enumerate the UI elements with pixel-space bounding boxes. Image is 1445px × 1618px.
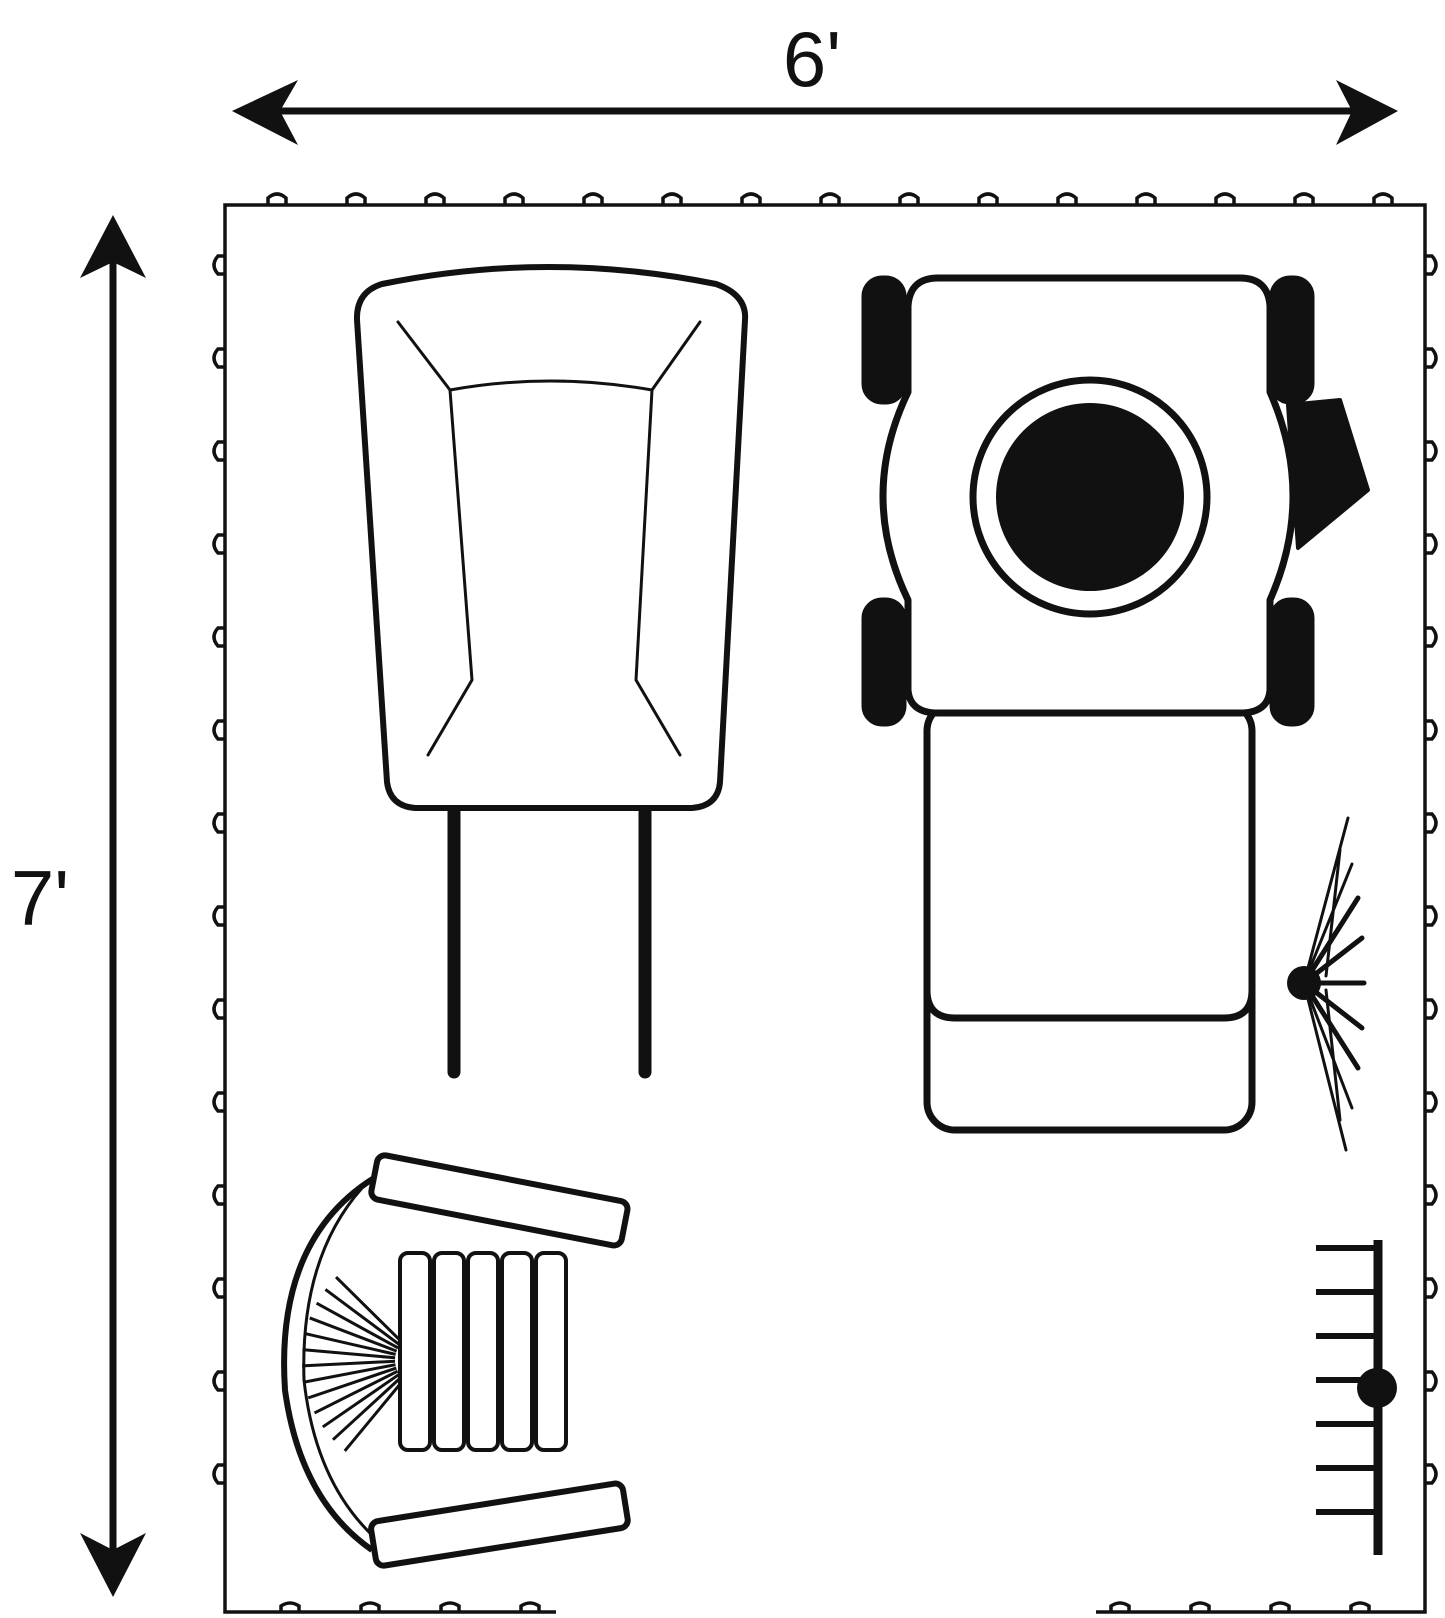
floor-tab — [212, 440, 225, 462]
floor-tab — [1425, 626, 1438, 648]
floor-tab — [740, 192, 762, 205]
floor-tab — [1425, 1463, 1438, 1485]
chair-seat-slat — [432, 1251, 466, 1452]
height-dimension: 7' — [11, 215, 146, 1597]
chair-back-slat — [324, 1288, 401, 1347]
floor-outline — [212, 192, 1438, 1614]
floor-tab — [212, 626, 225, 648]
floor-tab — [212, 812, 225, 834]
floor-tab — [345, 192, 367, 205]
floor-tab — [1214, 192, 1236, 205]
floor-tab — [212, 1463, 225, 1485]
floor-tab — [212, 998, 225, 1020]
floor-tab — [1425, 440, 1438, 462]
chair-seat-slat — [534, 1251, 568, 1452]
chair-back-slat — [321, 1372, 401, 1429]
floor-tab — [977, 192, 999, 205]
chair-back-slat — [331, 1375, 403, 1441]
floor-tab — [1109, 1601, 1131, 1612]
floor-tab — [503, 192, 525, 205]
floor-tab — [279, 1601, 301, 1612]
floor-tab — [519, 1601, 541, 1612]
floor-tab — [212, 905, 225, 927]
chair-back-slat — [309, 1316, 398, 1353]
garden-rake-icon — [1316, 1240, 1397, 1555]
arrow-right-icon — [1336, 80, 1398, 145]
floor-tab — [1425, 533, 1438, 555]
chair-seat-slat — [466, 1251, 500, 1452]
floor-tab — [1425, 347, 1438, 369]
floor-tab — [212, 1184, 225, 1206]
floor-tab — [212, 1370, 225, 1392]
floor-tab — [661, 192, 683, 205]
chair-seat-slat — [398, 1251, 432, 1452]
floor-tab — [212, 1277, 225, 1299]
floor-tab — [898, 192, 920, 205]
floor-tab — [1425, 719, 1438, 741]
chair-back-slat — [304, 1332, 396, 1356]
floor-tab — [1189, 1601, 1211, 1612]
chair-back-slat — [334, 1276, 404, 1344]
floor-tab — [1269, 1601, 1291, 1612]
folding-lawn-chair-icon — [353, 264, 749, 1079]
floor-tab — [1425, 998, 1438, 1020]
floor-tab — [212, 719, 225, 741]
height-label: 7' — [11, 854, 69, 942]
floor-tab — [1425, 1277, 1438, 1299]
arrow-down-icon — [80, 1533, 146, 1597]
floor-tab — [1349, 1601, 1371, 1612]
chair-back-slat — [343, 1378, 406, 1452]
arrow-left-icon — [232, 80, 298, 145]
chair-back-slat — [303, 1363, 396, 1384]
floor-tab — [582, 192, 604, 205]
floor-tab — [1293, 192, 1315, 205]
chair-back-slat — [307, 1366, 397, 1400]
floor-tab — [212, 347, 225, 369]
adirondack-chair-icon — [281, 1152, 631, 1569]
chair-back-slat — [313, 1369, 399, 1415]
riding-lawn-mower-icon — [861, 274, 1370, 1134]
floor-tab — [1425, 1184, 1438, 1206]
floor-tab — [424, 192, 446, 205]
floor-tab — [1425, 1091, 1438, 1113]
floor-tab — [1425, 905, 1438, 927]
floor-tab — [1372, 192, 1394, 205]
floor-tab — [1425, 1370, 1438, 1392]
floor-tab — [212, 533, 225, 555]
floor-tab — [1425, 812, 1438, 834]
floor-tab — [212, 254, 225, 276]
chair-back-slat — [302, 1359, 396, 1368]
floor-tab — [439, 1601, 461, 1612]
width-label: 6' — [783, 15, 841, 103]
floor-tab — [1135, 192, 1157, 205]
leaf-rake-icon — [1287, 816, 1367, 1152]
floor-tab — [359, 1601, 381, 1612]
floor-tab — [819, 192, 841, 205]
width-dimension: 6' — [232, 15, 1398, 145]
floor-tab — [1425, 254, 1438, 276]
chair-back-slat — [315, 1301, 399, 1350]
floor-tab — [212, 1091, 225, 1113]
chair-back-slat — [302, 1348, 396, 1360]
arrow-up-icon — [80, 215, 146, 278]
floor-tab — [266, 192, 288, 205]
chair-seat-slat — [500, 1251, 534, 1452]
floor-tab — [1056, 192, 1078, 205]
